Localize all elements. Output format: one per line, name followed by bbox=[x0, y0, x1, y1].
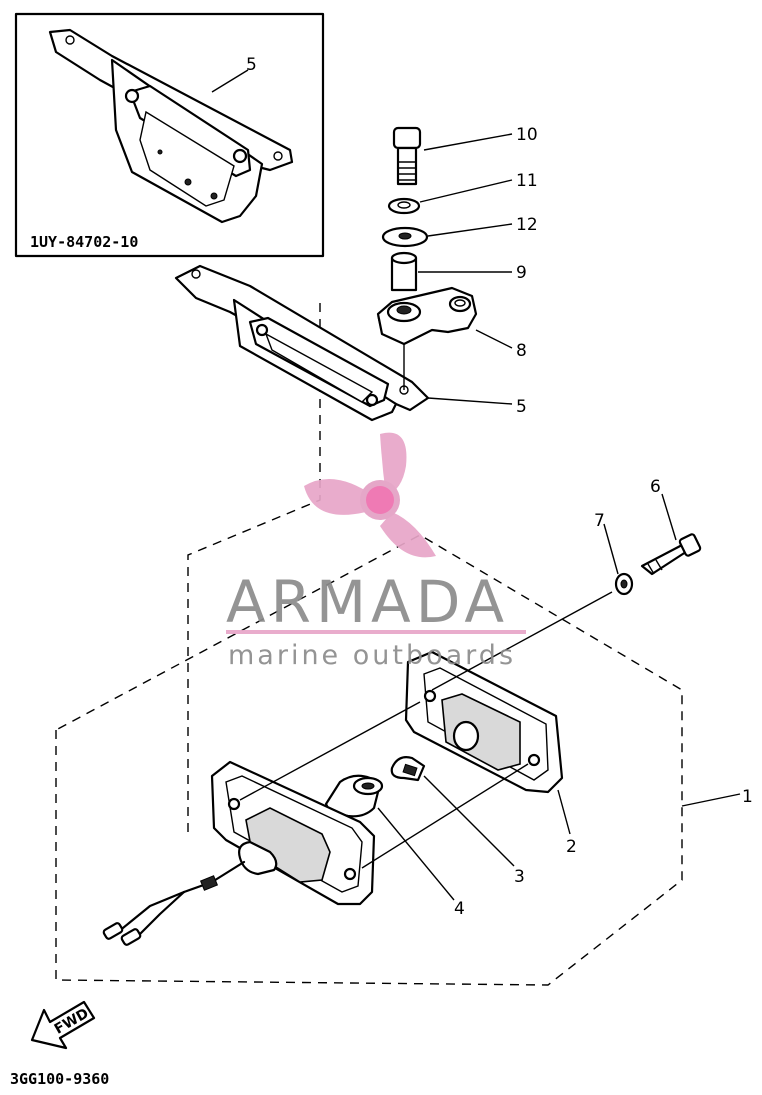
inset-border bbox=[14, 12, 325, 258]
bulb-part-3 bbox=[390, 756, 426, 782]
housing-part-1 bbox=[210, 760, 376, 906]
watermark: ARMADA marine outboards bbox=[226, 432, 526, 671]
callout-1: 1 bbox=[742, 787, 753, 807]
wire-harness bbox=[102, 860, 246, 946]
callout-3: 3 bbox=[514, 867, 525, 887]
inset-panel: 5 1UY-84702-10 bbox=[14, 12, 325, 258]
socket-part-4 bbox=[324, 774, 384, 818]
assembly-guide-lines bbox=[239, 591, 613, 869]
callout-8: 8 bbox=[516, 341, 527, 361]
callout-4: 4 bbox=[454, 899, 465, 919]
diagram-code: 3GG100-9360 bbox=[10, 1070, 109, 1088]
callout-7: 7 bbox=[594, 511, 605, 531]
leader-lines bbox=[377, 133, 741, 901]
inset-part-code: 1UY-84702-10 bbox=[30, 233, 138, 251]
bolt-part-10 bbox=[392, 126, 422, 186]
watermark-underline bbox=[226, 630, 526, 634]
callout-12: 12 bbox=[516, 215, 538, 235]
plate-washer-part-12 bbox=[381, 226, 429, 248]
callout-10: 10 bbox=[516, 125, 538, 145]
inset-bracket bbox=[48, 28, 294, 224]
inset-leader bbox=[211, 69, 249, 93]
callout-9: 9 bbox=[516, 263, 527, 283]
screw-part-6 bbox=[640, 533, 702, 576]
lever-part-8 bbox=[376, 286, 478, 346]
washer-part-7 bbox=[614, 572, 634, 596]
bracket-part-5 bbox=[174, 264, 430, 422]
callout-11: 11 bbox=[516, 171, 538, 191]
lock-washer-part-11 bbox=[387, 197, 421, 215]
watermark-brand: ARMADA bbox=[226, 568, 509, 636]
inset-callout-5: 5 bbox=[246, 55, 257, 75]
callout-6: 6 bbox=[650, 477, 661, 497]
fwd-arrow: FWD bbox=[30, 1000, 96, 1050]
assembly-outline bbox=[55, 300, 683, 986]
propeller-logo bbox=[304, 432, 436, 558]
collar-part-9 bbox=[390, 251, 418, 292]
lens-part-2 bbox=[404, 650, 564, 794]
watermark-tagline: marine outboards bbox=[228, 640, 516, 671]
callout-5: 5 bbox=[516, 397, 527, 417]
callout-2: 2 bbox=[566, 837, 577, 857]
callout-labels: 10 11 12 9 8 5 6 7 1 2 3 4 bbox=[454, 125, 753, 919]
